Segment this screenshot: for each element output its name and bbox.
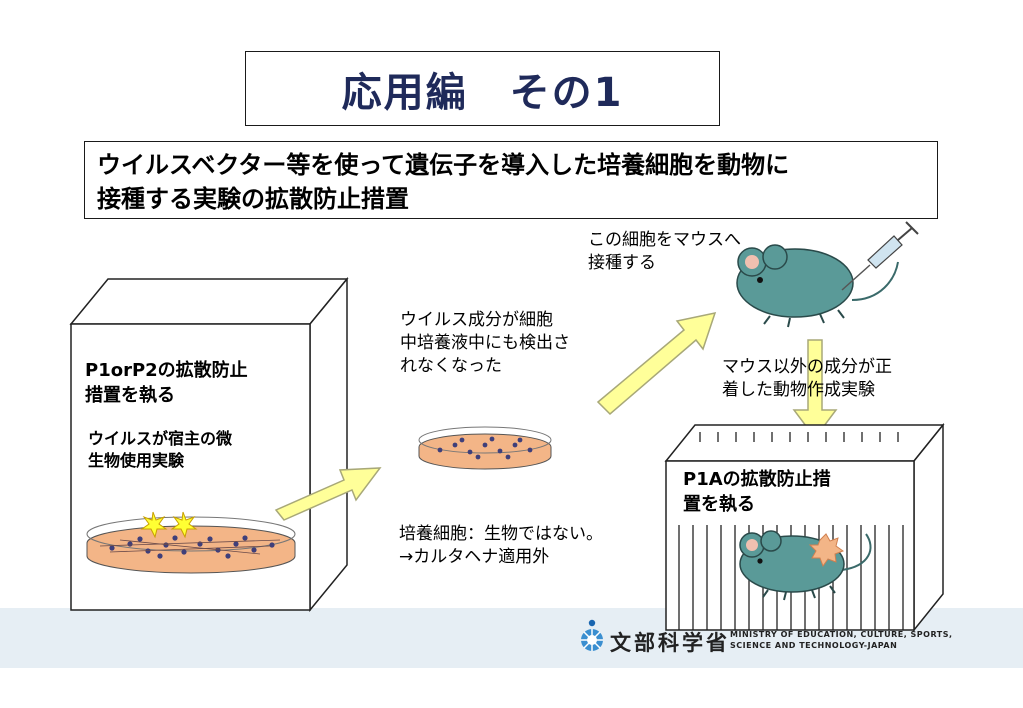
- middle-top-line: ウイルス成分が細胞: [400, 310, 553, 330]
- virus-icon: [140, 511, 198, 539]
- left-sub-line: ウイルスが宿主の微: [88, 429, 233, 448]
- right-mid-line: 着した動物作成実験: [722, 380, 875, 400]
- top-right-text: この細胞をマウスへ 接種する: [588, 229, 741, 275]
- left-sub-line: 生物使用実験: [88, 451, 185, 470]
- middle-top-line: 中培養液中にも検出さ: [400, 333, 570, 353]
- mext-logo-icon: [581, 619, 603, 651]
- right-mid-text: マウス以外の成分が正 着した動物作成実験: [722, 356, 892, 402]
- middle-petri-dish: [418, 426, 552, 470]
- right-mid-line: マウス以外の成分が正: [722, 357, 892, 377]
- syringe-icon: [841, 221, 919, 291]
- middle-top-text: ウイルス成分が細胞 中培養液中にも検出さ れなくなった: [400, 309, 570, 378]
- page-title: 応用編 その1: [245, 51, 720, 126]
- left-heading-line: 措置を執る: [85, 385, 175, 406]
- arrow-box-to-dish: [274, 467, 382, 521]
- subtitle-box: ウイルスベクター等を使って遺伝子を導入した培養細胞を動物に 接種する実験の拡散防…: [84, 141, 938, 219]
- middle-bottom-line: →カルタヘナ適用外: [399, 547, 550, 567]
- left-box-heading: P1orP2の拡散防止 措置を執る: [85, 358, 248, 408]
- arrow-mouse-to-cage: [792, 339, 838, 440]
- arrow-dish-to-mouse: [596, 311, 717, 416]
- middle-top-line: れなくなった: [400, 356, 502, 376]
- top-right-line: 接種する: [588, 253, 656, 273]
- mouse-top-icon: [736, 244, 899, 328]
- top-right-line: この細胞をマウスへ: [588, 230, 741, 250]
- ministry-name: 文部科学省: [610, 631, 730, 655]
- ministry-en-line: SCIENCE AND TECHNOLOGY-JAPAN: [730, 641, 898, 650]
- right-box-line: 置を執る: [683, 494, 755, 515]
- left-box-subtext: ウイルスが宿主の微 生物使用実験: [88, 428, 232, 472]
- subtitle-line: ウイルスベクター等を使って遺伝子を導入した培養細胞を動物に: [97, 151, 790, 179]
- right-box-text: P1Aの拡散防止措 置を執る: [683, 467, 831, 517]
- ministry-en-line: MINISTRY OF EDUCATION, CULTURE, SPORTS,: [730, 630, 953, 639]
- middle-bottom-text: 培養細胞：生物ではない。 →カルタヘナ適用外: [399, 523, 603, 569]
- middle-bottom-line: 培養細胞：生物ではない。: [399, 524, 603, 544]
- left-heading-line: P1orP2の拡散防止: [85, 360, 248, 381]
- mouse-caged-icon: [739, 530, 872, 601]
- subtitle-line: 接種する実験の拡散防止措置: [97, 185, 409, 213]
- left-petri-dish: [86, 516, 296, 574]
- right-box-line: P1Aの拡散防止措: [683, 469, 831, 490]
- ministry-english: MINISTRY OF EDUCATION, CULTURE, SPORTS, …: [730, 629, 953, 651]
